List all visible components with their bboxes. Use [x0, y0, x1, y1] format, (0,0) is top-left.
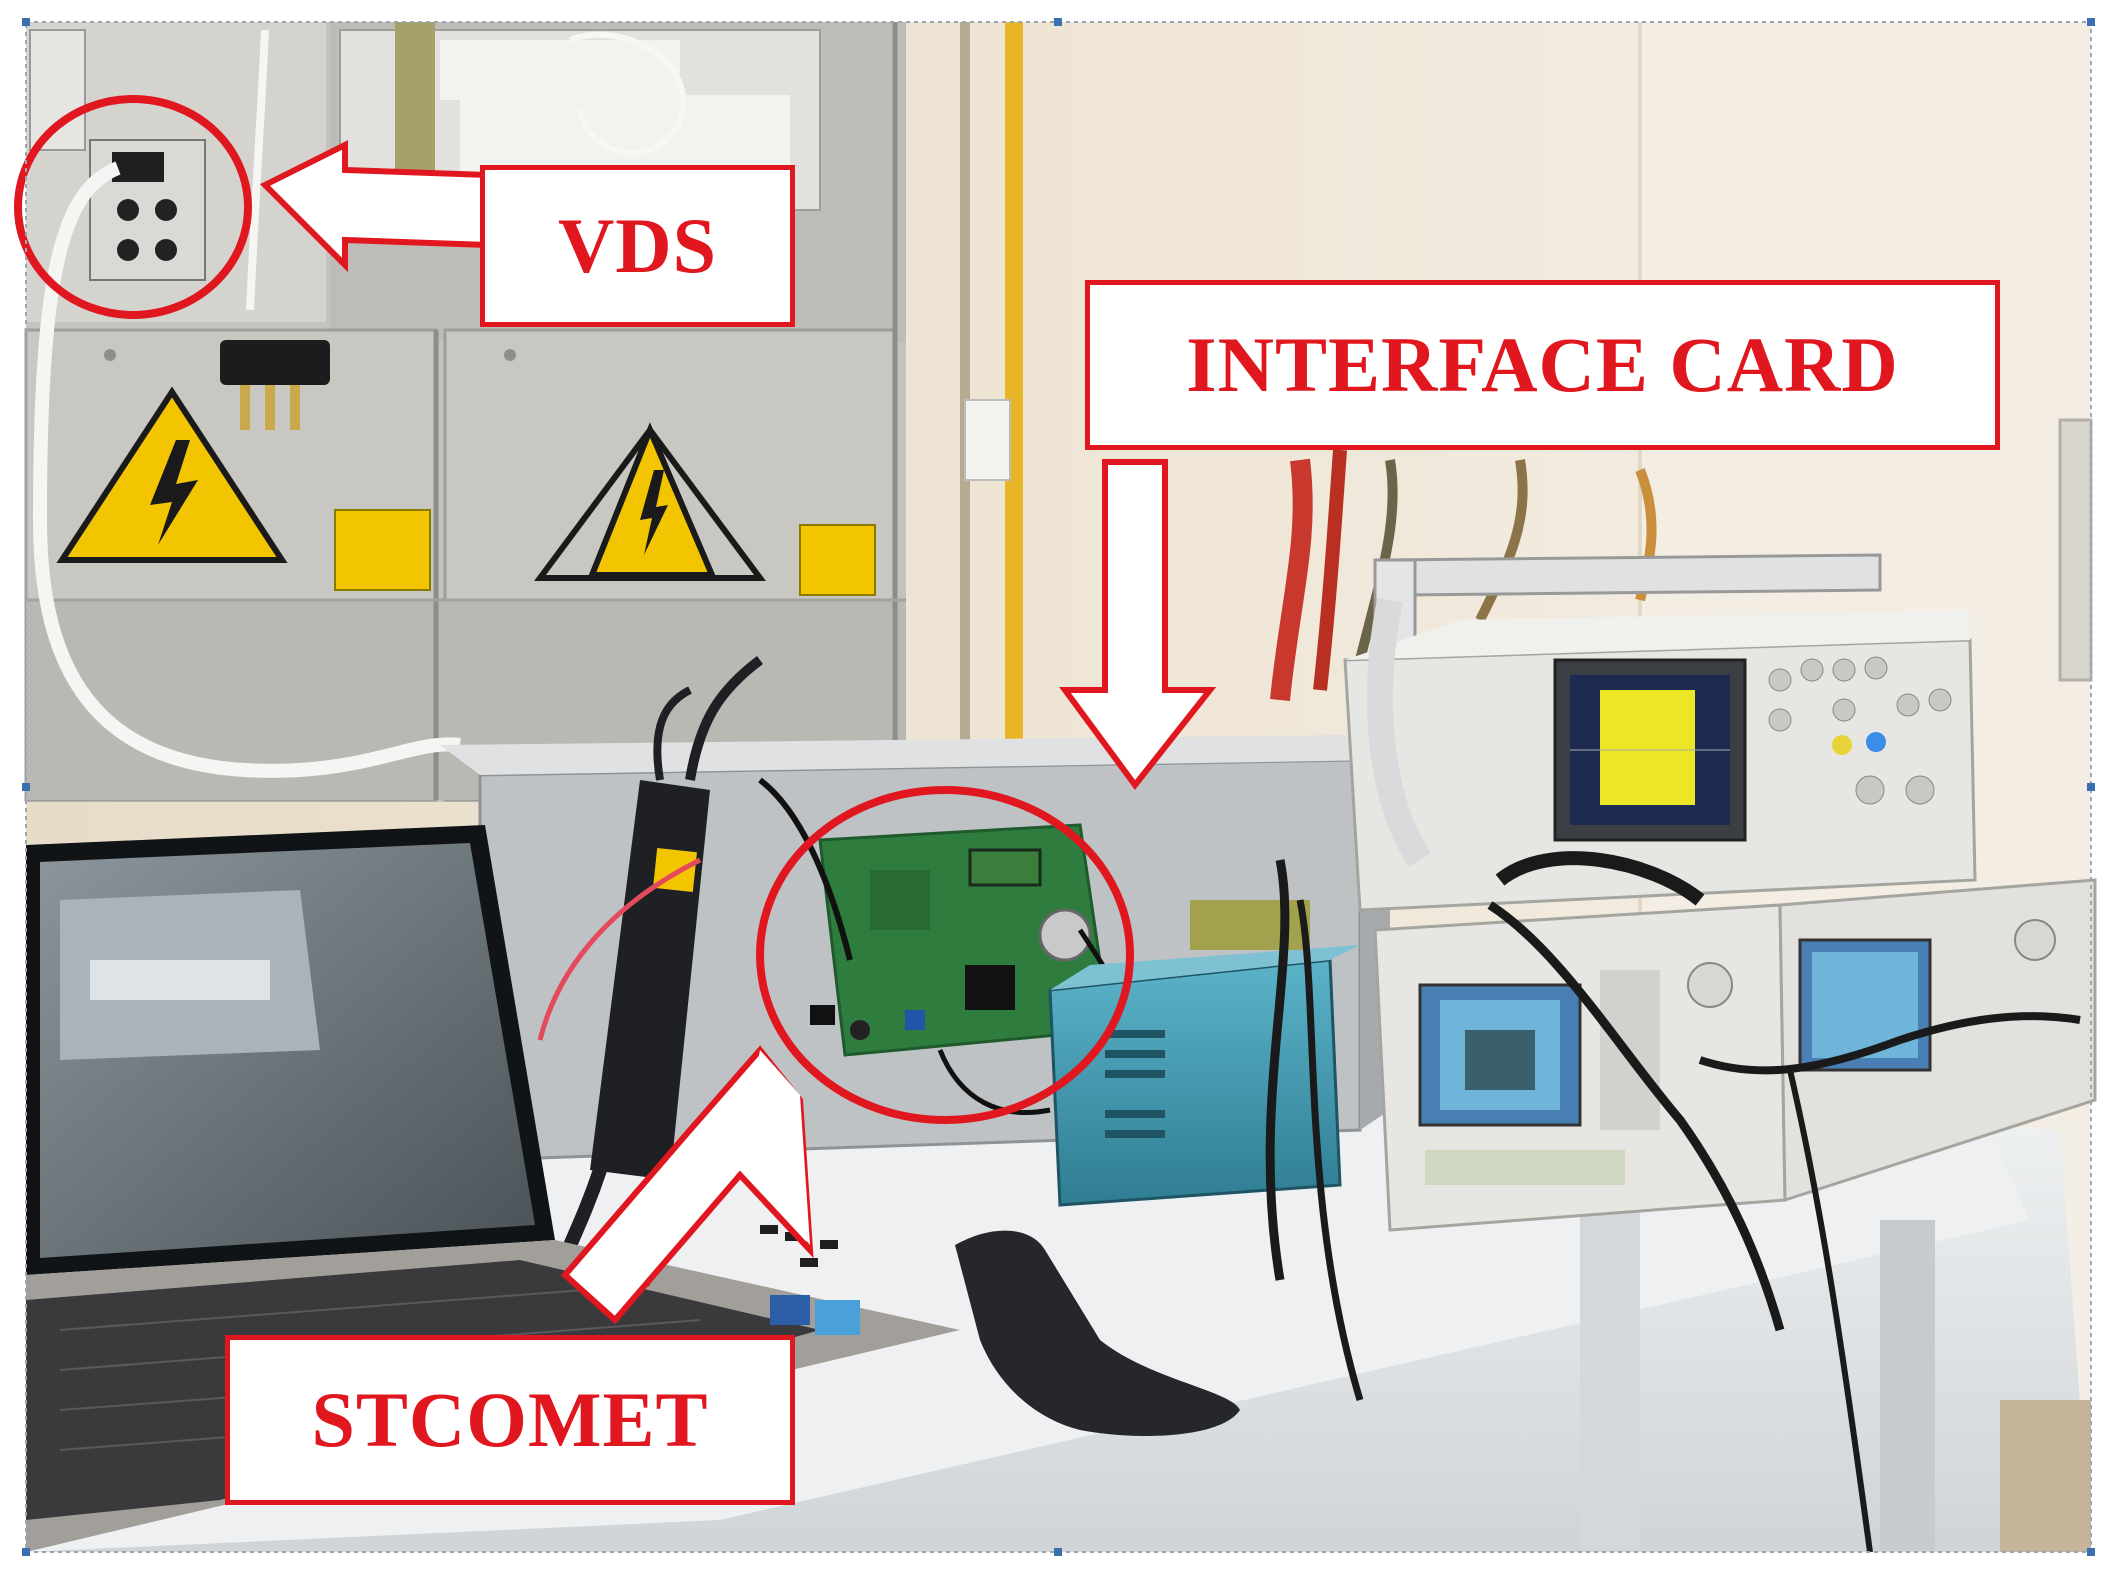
stcomet-label-text: STCOMET [311, 1376, 709, 1463]
high-voltage-warning-icon [534, 422, 766, 581]
stcomet-label: STCOMET [225, 1335, 795, 1505]
high-voltage-warning-icon [56, 386, 288, 563]
function-generator [1373, 903, 1787, 1232]
attention-sticker [799, 524, 876, 596]
voltage-probe [537, 656, 764, 1302]
attention-sticker [334, 509, 431, 591]
function-generator [1778, 878, 2097, 1203]
plug [220, 340, 330, 385]
stcomet-highlight-circle [756, 786, 1134, 1124]
vds-label-text: VDS [557, 202, 718, 289]
vds-highlight-circle [14, 95, 252, 319]
interface-card-arrow [1059, 459, 1217, 790]
photo [24, 22, 2097, 1553]
interface-card-label-text: INTERFACE CARD [1186, 321, 1899, 408]
oscilloscope [1343, 553, 1977, 912]
stcomet-board [758, 777, 1203, 1132]
annotations [14, 95, 1217, 1325]
phone-pouch [955, 1230, 1240, 1436]
resize-handles [22, 18, 2095, 1556]
vds-label: VDS [480, 165, 795, 327]
interface-card-label: INTERFACE CARD [1085, 280, 2000, 450]
